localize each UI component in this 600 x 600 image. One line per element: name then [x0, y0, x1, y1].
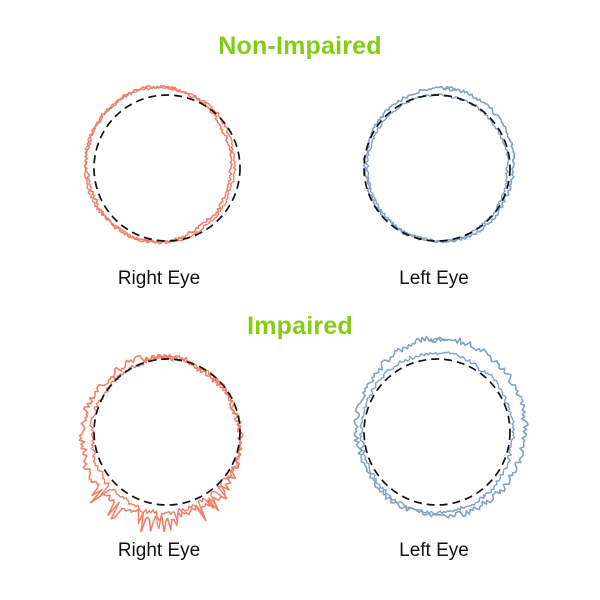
- gaze-trace-path-secondary: [358, 351, 516, 515]
- trace-svg: [353, 335, 529, 519]
- trace-plot-non-impaired-right-eye: [67, 68, 267, 268]
- gaze-trace-path-secondary: [89, 353, 242, 530]
- reference-circle: [93, 94, 241, 242]
- eye-label-left: Left Eye: [399, 540, 469, 561]
- reference-circle: [363, 358, 511, 506]
- trace-svg: [362, 85, 516, 244]
- gaze-trace-path-secondary: [84, 85, 237, 245]
- section-title-non-impaired: Non-Impaired: [218, 32, 382, 60]
- eye-label-left: Left Eye: [399, 268, 469, 289]
- eye-label-right: Right Eye: [117, 540, 201, 561]
- section-title-impaired: Impaired: [247, 312, 353, 340]
- reference-circle: [93, 358, 241, 506]
- trace-svg: [78, 353, 244, 532]
- trace-plot-impaired-right-eye: [67, 332, 267, 532]
- gaze-trace-path: [353, 335, 529, 519]
- reference-circle: [363, 94, 511, 242]
- gaze-trace-path: [83, 84, 234, 244]
- trace-svg: [83, 84, 241, 245]
- trace-plot-non-impaired-left-eye: [337, 68, 537, 268]
- eye-label-right: Right Eye: [117, 268, 201, 289]
- trace-plot-impaired-left-eye: [337, 332, 537, 532]
- gaze-trace-path: [362, 85, 516, 244]
